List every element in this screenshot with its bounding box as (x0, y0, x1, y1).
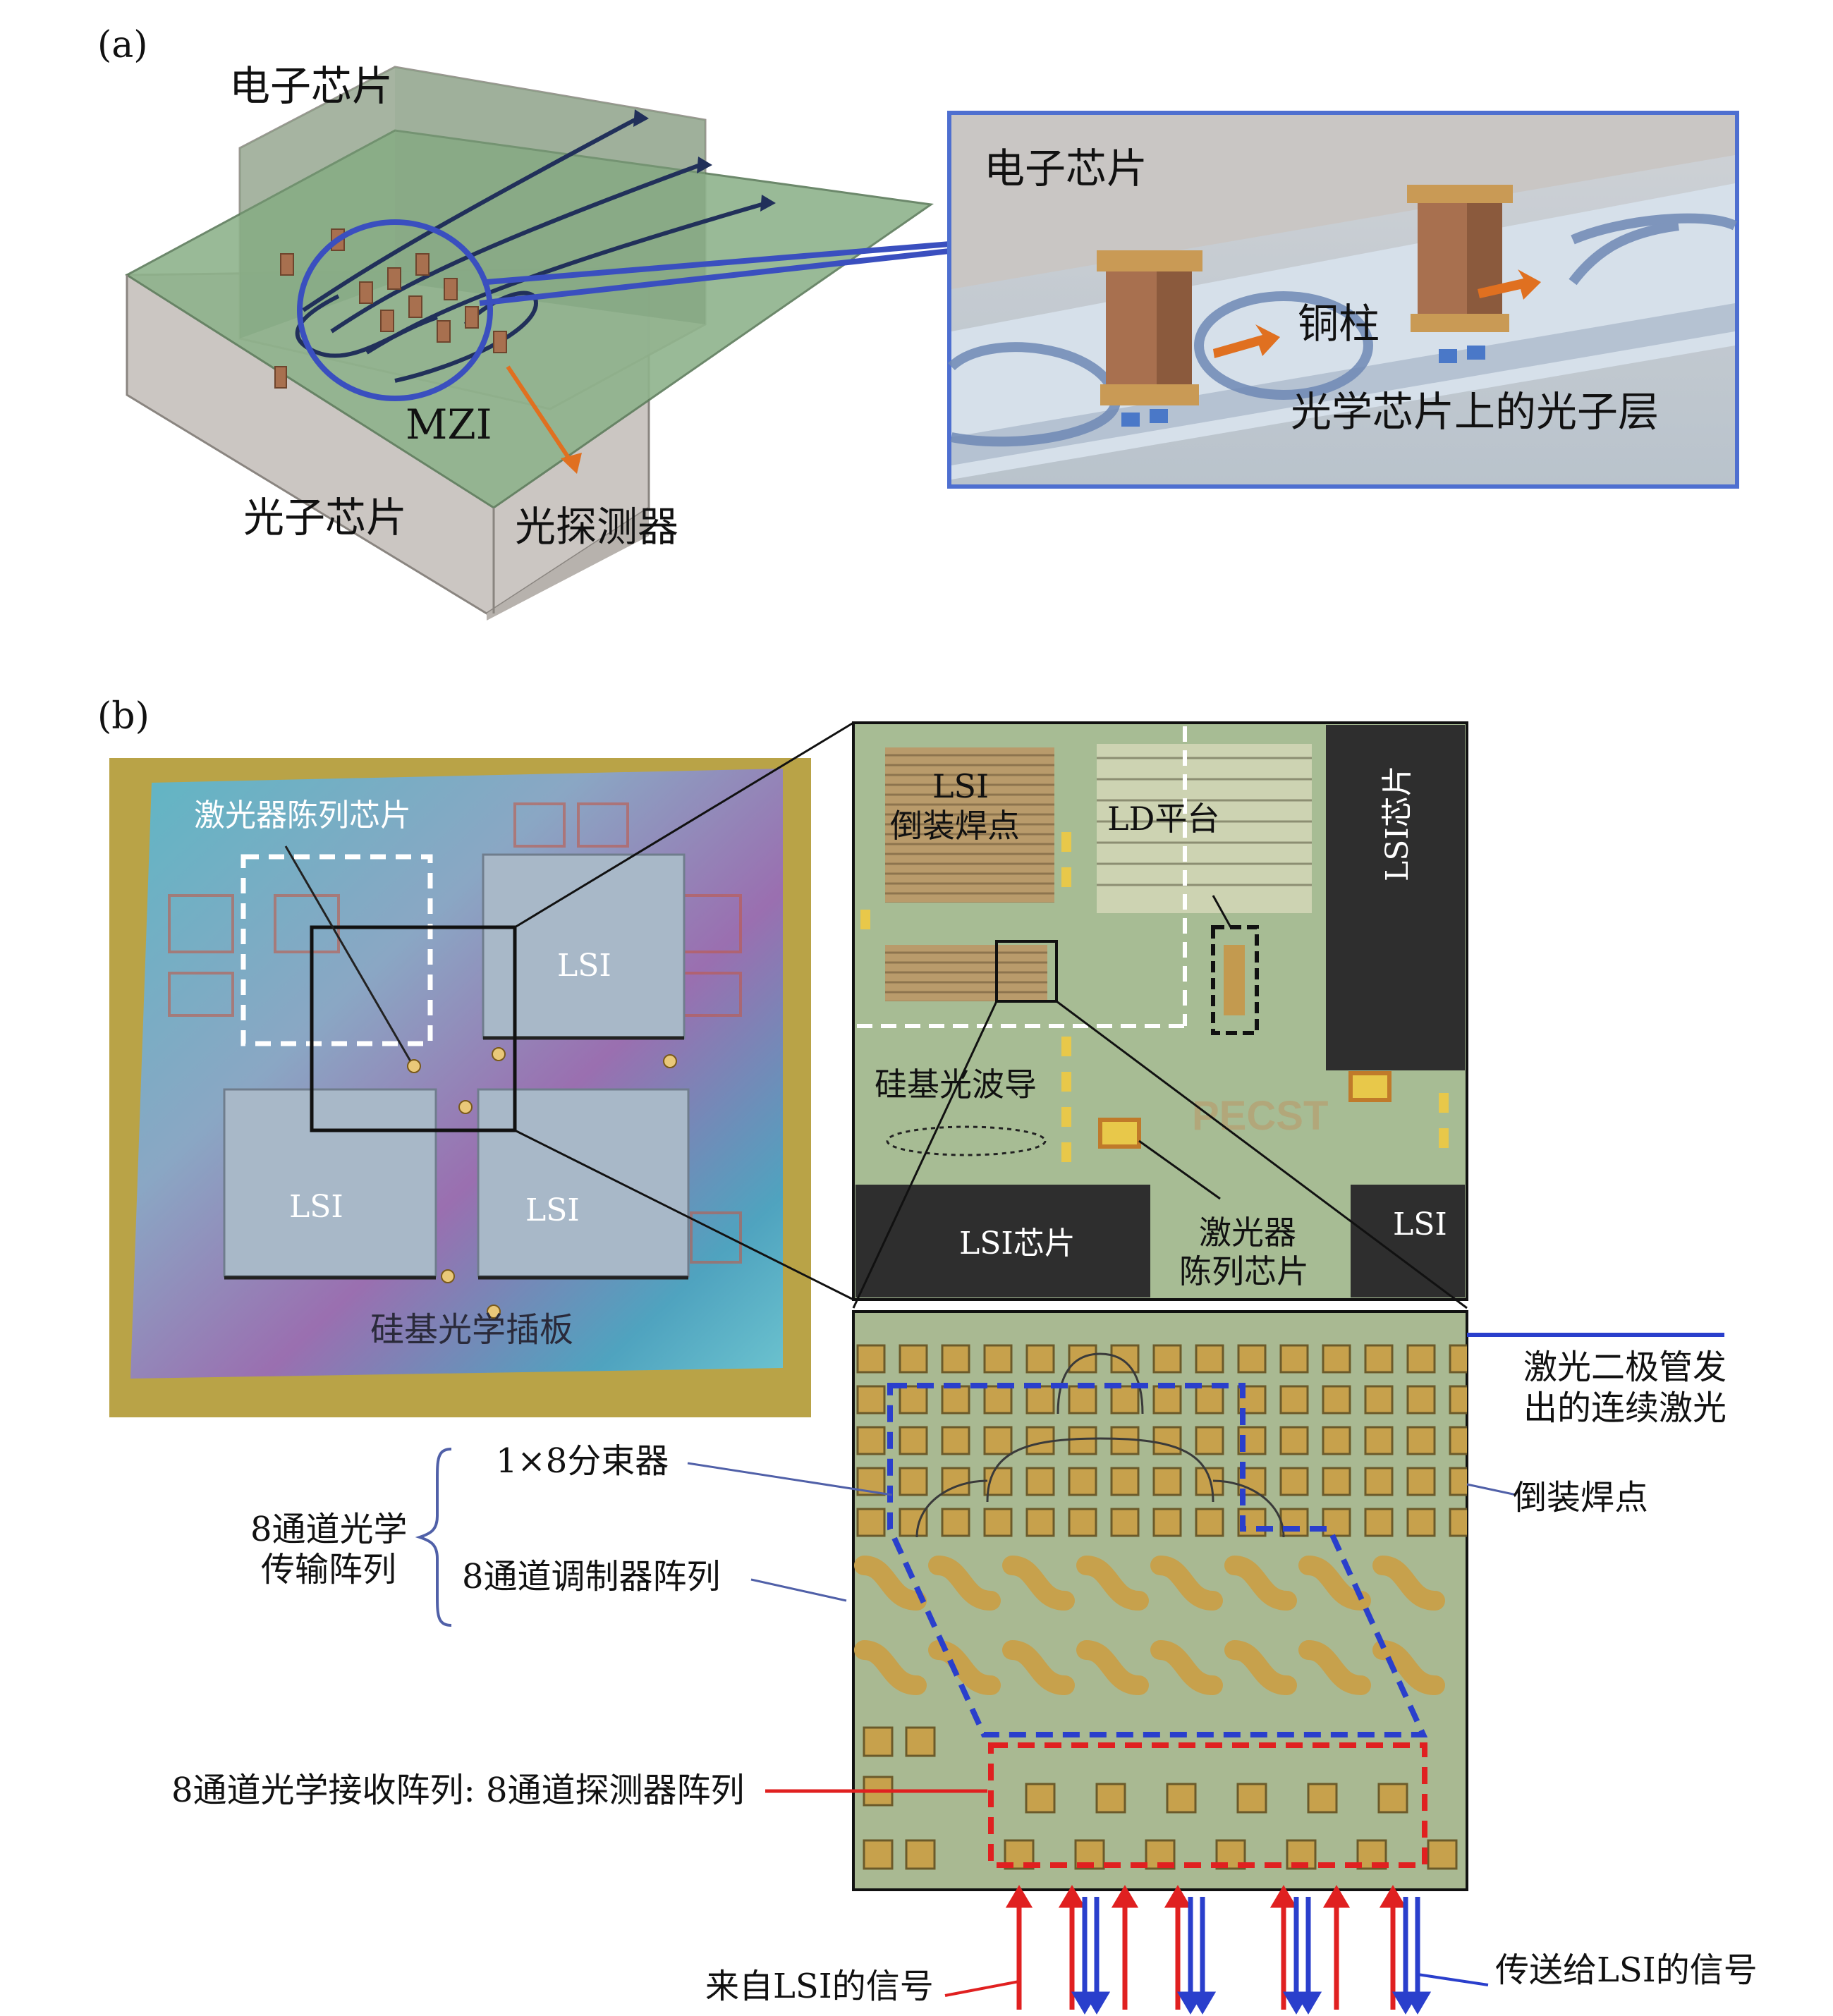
laser-array-label-2: 陈列芯片 (1179, 1252, 1309, 1290)
inset-electronic-chip-label: 电子芯片 (984, 145, 1148, 193)
to-lsi-callout (1417, 1973, 1489, 1986)
photonic-layer-label: 光学芯片上的光子层 (1291, 388, 1660, 436)
photonic-chip-label: 光子芯片 (243, 494, 408, 542)
cw-laser-label-1: 激光二极管发 (1523, 1348, 1727, 1387)
electronic-chip-label: 电子芯片 (229, 62, 394, 110)
interposer-label: 硅基光学插板 (370, 1310, 574, 1350)
lsi-bumps-label-1: LSI (932, 767, 989, 805)
lsi-top-label: LSI (557, 948, 611, 984)
panel-a-inset (947, 111, 1739, 489)
panel-a-letter: (a) (97, 24, 148, 66)
tx-brace (415, 1448, 452, 1627)
photodetector-label: 光探测器 (515, 503, 679, 551)
lsi-chip-right-label: LSI芯片 (1380, 765, 1415, 881)
panel-b-letter: (b) (97, 695, 150, 738)
rx-array-label: 8通道光学接收阵列: 8通道探测器阵列 (171, 1771, 745, 1810)
from-lsi-callout (944, 1980, 1020, 1997)
ld-platform-label: LD平台 (1107, 800, 1220, 838)
signal-from-lsi-label: 来自LSI的信号 (705, 1967, 934, 2006)
laser-array-label-1: 激光器 (1199, 1214, 1296, 1252)
pecst-logo: PECST (1192, 1093, 1328, 1139)
panel-b-zoom-view: PECST (852, 721, 1468, 1301)
lsi-chip-bottom-label: LSI芯片 (959, 1226, 1076, 1261)
cw-laser-label-2: 出的连续激光 (1523, 1388, 1727, 1428)
laser-array-chip-label: 激光器陈列芯片 (194, 798, 411, 833)
lsi-bottom-left-label: LSI (289, 1189, 343, 1225)
signal-arrows (1005, 1885, 1432, 2015)
tx-array-label-1: 8通道光学 (250, 1510, 408, 1549)
si-waveguide-label: 硅基光波导 (875, 1065, 1037, 1104)
flip-chip-bumps-label: 倒装焊点 (1513, 1478, 1649, 1517)
tx-array-label-2: 传输阵列 (261, 1550, 397, 1589)
callout-lines (687, 1462, 1517, 1602)
copper-pillar-label: 铜柱 (1298, 300, 1380, 348)
zoom-connector-lines-2 (852, 1000, 1468, 1309)
lsi-bumps-label-2: 倒装焊点 (890, 807, 1020, 845)
panel-b-photo (109, 758, 811, 1417)
splitter-label: 1×8分束器 (496, 1441, 669, 1481)
lsi-small-label: LSI (1393, 1206, 1447, 1242)
lsi-bottom-right-label: LSI (525, 1192, 580, 1228)
zoom-connector-lines (514, 721, 854, 1301)
modulator-array-label: 8通道调制器阵列 (462, 1557, 721, 1596)
panel-b-chip-layout (852, 1310, 1468, 1891)
signal-to-lsi-label: 传送给LSI的信号 (1495, 1950, 1758, 1990)
mzi-label: MZI (406, 401, 492, 448)
panel-a-package-drawing (125, 66, 1016, 621)
